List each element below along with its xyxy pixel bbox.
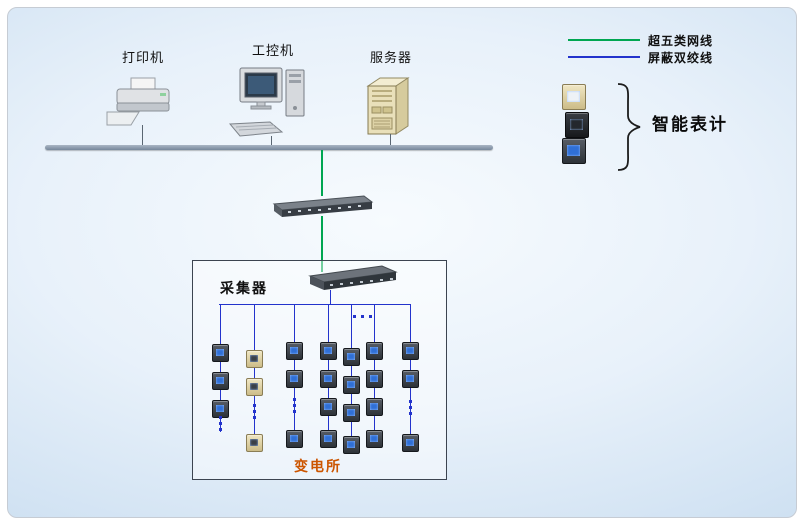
meter-icon bbox=[212, 400, 229, 418]
legend-line-stp bbox=[568, 56, 640, 58]
meter-icon bbox=[343, 348, 360, 366]
collector-bus-line bbox=[219, 304, 410, 305]
printer-icon bbox=[106, 77, 170, 126]
meter-icon bbox=[286, 342, 303, 360]
workstation-label: 工控机 bbox=[251, 44, 294, 59]
meter-icon bbox=[402, 370, 419, 388]
legend-label-stp: 屏蔽双绞线 bbox=[648, 51, 714, 65]
meter-icon bbox=[343, 404, 360, 422]
ellipsis-dots bbox=[353, 315, 372, 318]
meter-column-line bbox=[254, 304, 255, 450]
smart-meters-label: 智能表计 bbox=[652, 115, 728, 135]
meter-icon bbox=[246, 434, 263, 452]
meter-icon bbox=[366, 342, 383, 360]
substation-label: 变电所 bbox=[294, 459, 342, 475]
meter-icon bbox=[320, 398, 337, 416]
meter-icon bbox=[320, 430, 337, 448]
ellipsis-dots bbox=[409, 400, 412, 418]
meter-icon bbox=[562, 84, 586, 110]
legend-line-cat5 bbox=[568, 39, 640, 41]
server-drop-line bbox=[390, 134, 391, 148]
ellipsis-dots bbox=[219, 416, 222, 434]
meter-icon bbox=[212, 372, 229, 390]
legend-label-cat5: 超五类网线 bbox=[648, 34, 714, 48]
meter-icon bbox=[343, 436, 360, 454]
meter-icon bbox=[286, 430, 303, 448]
server-label: 服务器 bbox=[369, 51, 412, 66]
ellipsis-dots bbox=[293, 398, 296, 416]
workstation-icon bbox=[228, 67, 305, 137]
meter-icon bbox=[343, 376, 360, 394]
meter-icon bbox=[562, 138, 586, 164]
switch-icon bbox=[272, 195, 374, 217]
meter-icon bbox=[366, 370, 383, 388]
meter-icon bbox=[212, 344, 229, 362]
meter-icon bbox=[366, 430, 383, 448]
meter-icon bbox=[246, 378, 263, 396]
collector-icon bbox=[308, 265, 398, 290]
cat5-cable-top bbox=[321, 150, 323, 196]
cat5-cable-bottom bbox=[321, 216, 323, 272]
meter-icon bbox=[286, 370, 303, 388]
meter-icon bbox=[246, 350, 263, 368]
printer-drop-line bbox=[142, 125, 143, 148]
ellipsis-dots bbox=[253, 404, 256, 422]
collector-label: 采集器 bbox=[220, 281, 268, 297]
meter-icon bbox=[565, 112, 589, 138]
ethernet-bus-line bbox=[45, 145, 493, 150]
printer-label: 打印机 bbox=[121, 51, 164, 66]
meter-icon bbox=[320, 342, 337, 360]
meter-icon bbox=[402, 342, 419, 360]
collector-feeder-line bbox=[330, 290, 331, 304]
workstation-drop-line bbox=[271, 136, 272, 148]
meter-icon bbox=[402, 434, 419, 452]
server-icon bbox=[366, 77, 410, 135]
meter-icon bbox=[366, 398, 383, 416]
meter-column-line bbox=[220, 304, 221, 432]
brace-right bbox=[617, 83, 641, 171]
meter-icon bbox=[320, 370, 337, 388]
